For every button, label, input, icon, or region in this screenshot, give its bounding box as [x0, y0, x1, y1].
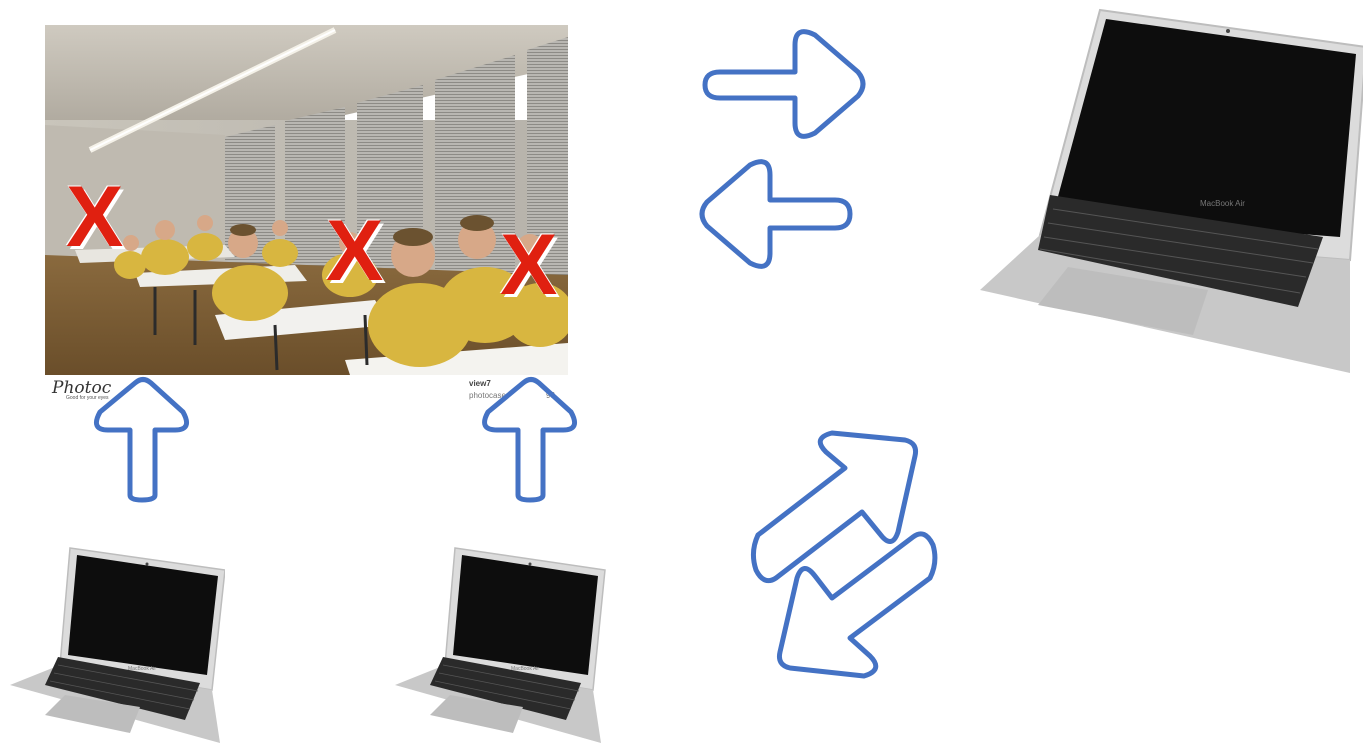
laptop-large: MacBook Air	[978, 5, 1363, 375]
arrow-right-icon	[705, 32, 863, 137]
laptop-small-right: MacBook Air	[395, 545, 610, 745]
arrow-up-icon	[485, 380, 575, 501]
arrow-left-icon	[702, 162, 850, 267]
laptop-small-left: MacBook Air	[10, 545, 225, 745]
arrow-up-icon	[96, 380, 186, 501]
arrow-diagonal-up-right-icon	[753, 433, 915, 581]
laptop-brand-label: MacBook Air	[1200, 199, 1245, 208]
